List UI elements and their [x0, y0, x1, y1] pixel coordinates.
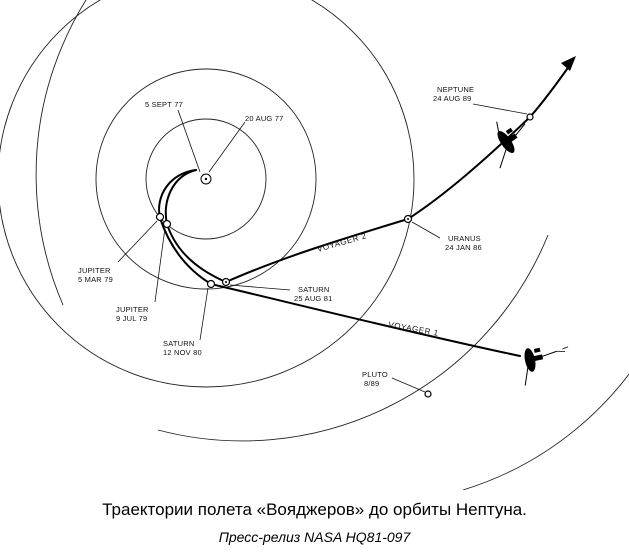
leader-lines	[117, 103, 528, 393]
label-uranus-date: 24 JAN 86	[445, 243, 482, 252]
trajectory-diagram: 5 SEPT 77 20 AUG 77 NEPTUNE 24 AUG 89 UR…	[0, 0, 629, 490]
voyager1-trajectory	[158, 169, 521, 357]
label-voyager2: VOYAGER 2	[316, 231, 368, 254]
label-aug77: 20 AUG 77	[245, 114, 284, 123]
label-saturn1-name: SATURN	[163, 339, 194, 348]
labels: 5 SEPT 77 20 AUG 77 NEPTUNE 24 AUG 89 UR…	[78, 85, 482, 388]
orbit-saturn	[95, 68, 317, 290]
uranus-center-dot	[407, 218, 409, 220]
label-voyager1: VOYAGER 1	[388, 320, 440, 338]
label-saturn2-name: SATURN	[298, 285, 329, 294]
orbit-jupiter	[145, 118, 267, 240]
label-pluto-name: PLUTO	[362, 370, 388, 379]
neptune-encounter	[526, 113, 534, 121]
label-sept77: 5 SEPT 77	[145, 100, 183, 109]
label-jupiter2-name: JUPITER	[116, 305, 149, 314]
figure-caption: Траектории полета «Вояджеров» до орбиты …	[102, 500, 527, 519]
voyager2-spacecraft	[496, 121, 526, 169]
sun	[200, 173, 212, 185]
label-neptune-date: 24 AUG 89	[433, 94, 472, 103]
label-jupiter2-date: 9 JUL 79	[116, 314, 147, 323]
label-jupiter1-name: JUPITER	[78, 266, 111, 275]
trajectories	[158, 56, 576, 357]
voyager2-arrowhead	[561, 56, 576, 71]
orbit-pluto	[157, 234, 549, 442]
label-neptune-name: NEPTUNE	[437, 85, 474, 94]
label-saturn1-date: 12 NOV 80	[163, 348, 202, 357]
orbit-neptune	[35, 0, 629, 490]
figure-credit: Пресс-релиз NASA HQ81-097	[218, 529, 411, 545]
voyager2-trajectory	[164, 61, 573, 284]
voyager1-spacecraft	[524, 346, 569, 386]
orbit-uranus	[0, 0, 415, 388]
planet-orbits	[0, 0, 629, 490]
saturn-center-dot	[225, 281, 227, 283]
label-saturn2-date: 25 AUG 81	[294, 294, 333, 303]
encounter-markers	[155, 113, 534, 398]
label-pluto-date: 8/89	[364, 379, 379, 388]
label-jupiter1-date: 5 MAR 79	[78, 275, 113, 284]
jupiter-encounter-2	[162, 219, 172, 229]
label-uranus-name: URANUS	[448, 234, 481, 243]
pluto-position	[424, 390, 432, 398]
saturn-encounter-1	[206, 279, 216, 289]
jupiter-encounter-1	[155, 212, 165, 222]
